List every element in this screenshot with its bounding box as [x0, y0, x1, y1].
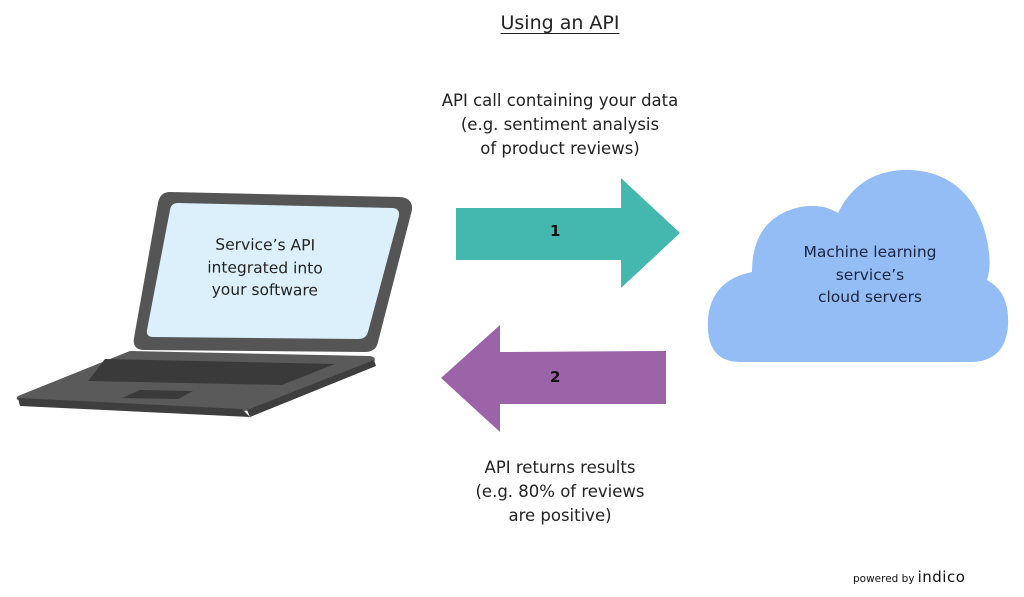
cloud-label-line: Machine learning [803, 243, 937, 261]
arrow-request [456, 178, 680, 288]
laptop-label-line: Service’s API [215, 235, 316, 255]
request-caption: API call containing your data (e.g. sent… [410, 89, 710, 161]
cloud-label: Machine learning service’s cloud servers [770, 241, 970, 309]
laptop-trackpad [122, 390, 193, 399]
response-caption: API returns results (e.g. 80% of reviews… [440, 456, 680, 528]
laptop-keyboard [88, 359, 335, 385]
step-number-1: 1 [550, 222, 561, 240]
request-caption-line: (e.g. sentiment analysis [460, 115, 660, 134]
laptop-label: Service’s API integrated into your softw… [165, 233, 366, 302]
response-caption-line: API returns results [484, 458, 636, 477]
laptop-label-line: integrated into [207, 257, 323, 278]
arrow-response [441, 325, 666, 432]
cloud-icon [707, 169, 1009, 362]
step-number-2: 2 [550, 368, 561, 386]
laptop-icon [16, 192, 413, 417]
response-caption-line: (e.g. 80% of reviews [475, 482, 645, 501]
page-title: Using an API [500, 12, 620, 34]
brand-logo: indico [917, 568, 966, 586]
cloud-label-line: service’s [835, 265, 905, 284]
request-caption-line: of product reviews) [480, 139, 640, 158]
laptop-screen [146, 203, 400, 339]
laptop-base-edge [18, 398, 250, 417]
response-caption-line: are positive) [508, 506, 612, 525]
request-caption-line: API call containing your data [441, 91, 679, 110]
laptop-label-line: your software [211, 280, 319, 300]
powered-by-text: powered by [853, 573, 915, 585]
cloud-label-line: cloud servers [817, 288, 923, 306]
